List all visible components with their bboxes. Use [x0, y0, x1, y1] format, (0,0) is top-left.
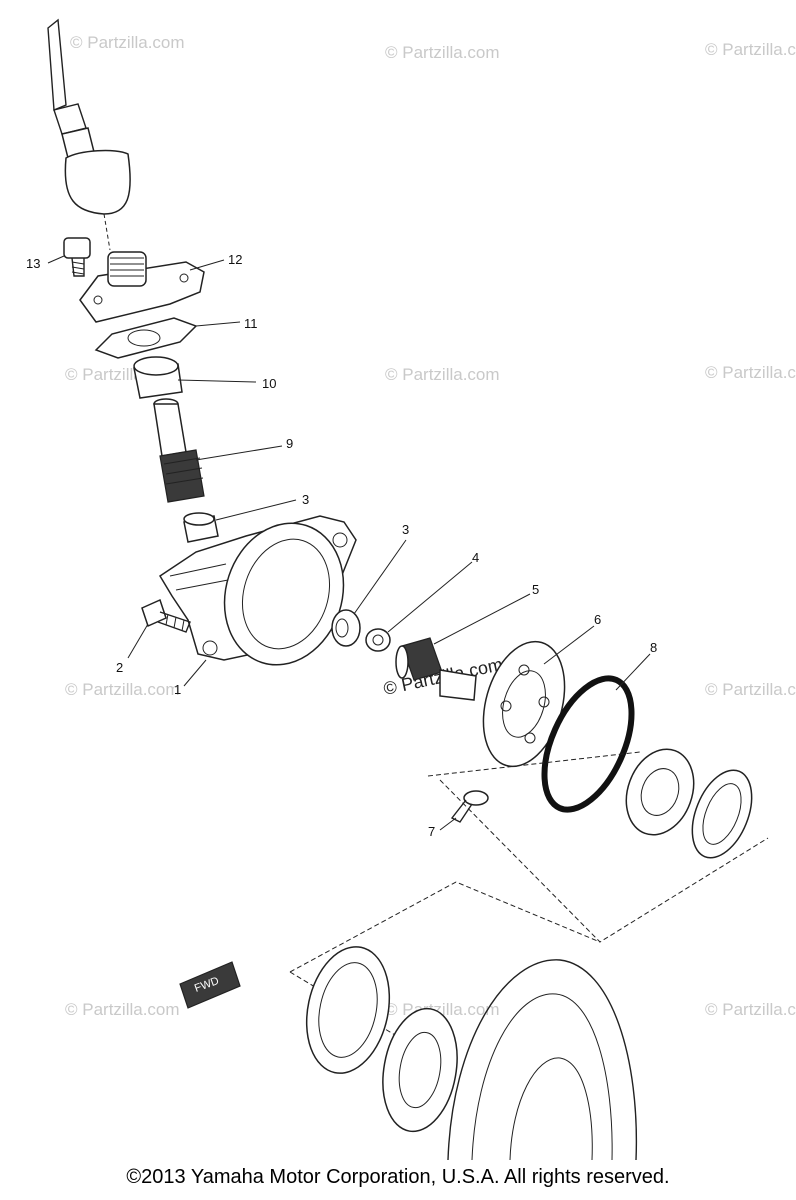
parts-diagram: © Partzilla.com © Partzilla.com © Partzi… — [26, 18, 796, 1160]
callout-9: 9 — [286, 436, 293, 451]
bushing-3-lower — [331, 609, 361, 647]
copyright-notice: ©2013 Yamaha Motor Corporation, U.S.A. A… — [126, 1166, 670, 1188]
callout-3-lower: 3 — [402, 522, 409, 537]
callout-1: 1 — [174, 682, 181, 697]
watermark: © Partzilla.com — [385, 365, 500, 384]
bushing-3-upper — [183, 512, 219, 543]
callouts: 1 2 3 3 4 5 6 7 8 9 10 11 12 13 — [26, 252, 657, 839]
hub-bearing-retainer — [625, 748, 753, 859]
watermark: © Partzilla.com — [705, 680, 796, 699]
wheel-hub — [305, 946, 638, 1160]
watermark: © Partzilla.com — [70, 33, 185, 52]
callout-7: 7 — [428, 824, 435, 839]
callout-11: 11 — [244, 316, 258, 331]
watermark: © Partzilla.com — [705, 363, 796, 382]
drive-gear-5 — [395, 637, 477, 701]
watermark: © Partzilla.com — [65, 680, 180, 699]
watermark: © Partzilla.com — [705, 1000, 796, 1019]
clutch-6 — [482, 640, 566, 768]
bushing-10 — [133, 356, 183, 399]
gear-housing-1 — [158, 515, 357, 666]
watermark: © Partzilla.com — [385, 43, 500, 62]
callout-3-upper: 3 — [302, 492, 309, 507]
bolt-13 — [63, 237, 91, 277]
callout-2: 2 — [116, 660, 123, 675]
screw-7 — [450, 790, 489, 823]
callout-6: 6 — [594, 612, 601, 627]
watermark: © Partzilla.com — [65, 1000, 180, 1019]
callout-13: 13 — [26, 256, 40, 271]
callout-8: 8 — [650, 640, 657, 655]
callout-12: 12 — [228, 252, 242, 267]
fwd-arrow-tag: FWD — [179, 961, 241, 1009]
watermark: © Partzilla.com — [705, 40, 796, 59]
speedometer-cable — [47, 18, 131, 251]
gasket-11 — [94, 317, 198, 359]
washer-4 — [365, 628, 391, 652]
o-ring-8 — [541, 675, 635, 813]
cable-fitting-12 — [79, 251, 205, 323]
callout-5: 5 — [532, 582, 539, 597]
driven-gear-9 — [153, 398, 205, 503]
leader-lines — [47, 255, 651, 831]
callout-10: 10 — [262, 376, 276, 391]
bolt-2 — [141, 598, 191, 633]
callout-4: 4 — [472, 550, 479, 565]
watermarks: © Partzilla.com © Partzilla.com © Partzi… — [65, 33, 796, 1019]
